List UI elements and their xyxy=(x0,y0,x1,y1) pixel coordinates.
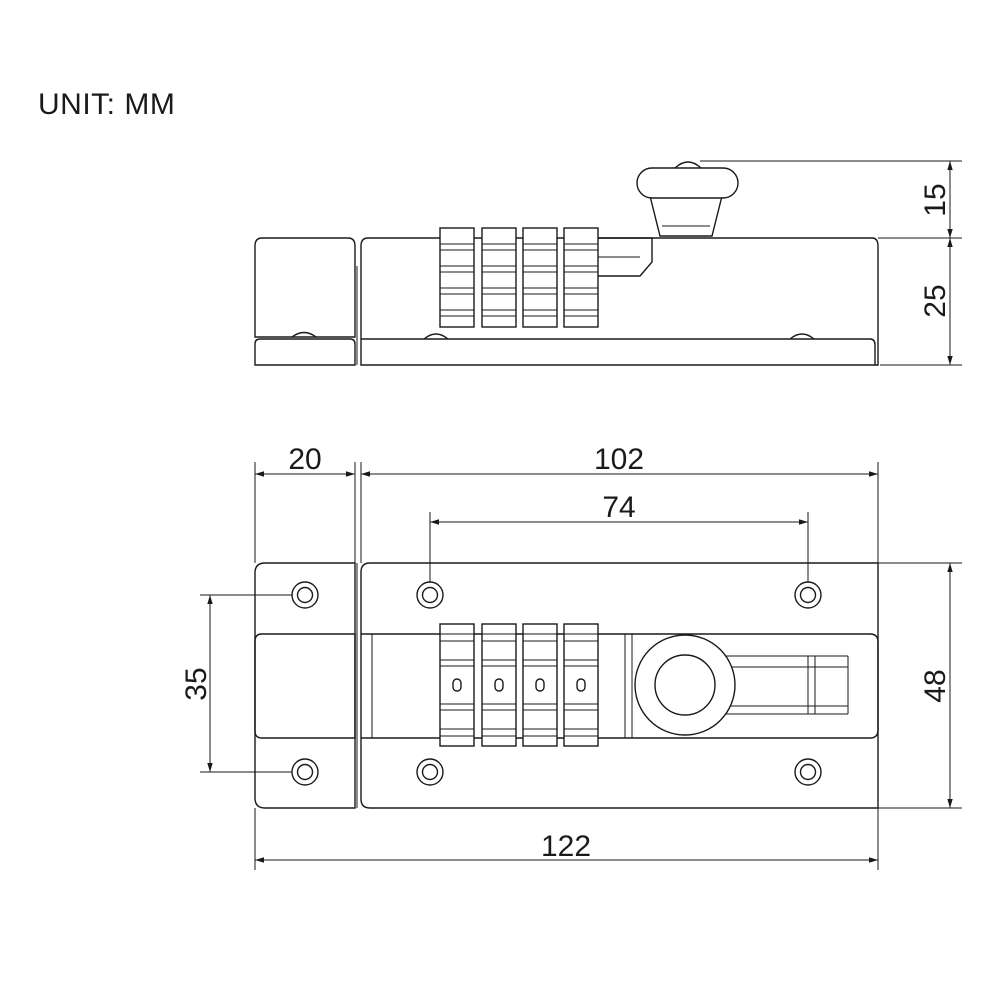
dim-overall-length: 122 xyxy=(541,830,591,863)
side-wheel-3 xyxy=(522,227,558,328)
side-view: 15 25 xyxy=(254,160,962,366)
dim-hole-spacing-long: 74 xyxy=(602,491,635,524)
dim-knob-height: 15 xyxy=(919,183,952,216)
dim-body-height: 25 xyxy=(919,284,952,317)
top-wheel-4 xyxy=(563,623,599,747)
top-wheels xyxy=(439,623,599,747)
top-wheel-3 xyxy=(522,623,558,747)
side-dimensions: 15 25 xyxy=(700,160,962,366)
top-dimensions: 20 102 74 35 48 122 xyxy=(180,443,962,870)
dim-keeper-width: 20 xyxy=(288,443,321,476)
side-knob xyxy=(636,161,739,237)
top-body xyxy=(360,562,879,809)
dim-body-width: 48 xyxy=(919,669,952,702)
top-keeper xyxy=(254,562,358,809)
top-bolt xyxy=(624,634,849,738)
dim-hole-spacing-keeper: 35 xyxy=(180,667,213,700)
side-keeper xyxy=(254,237,358,366)
unit-label: UNIT: MM xyxy=(38,88,176,121)
side-wheels xyxy=(439,227,599,328)
side-wheel-2 xyxy=(481,227,517,328)
side-wheel-1 xyxy=(439,227,475,328)
dim-body-length: 102 xyxy=(594,443,644,476)
side-wheel-4 xyxy=(563,227,599,328)
top-wheel-2 xyxy=(481,623,517,747)
top-wheel-1 xyxy=(439,623,475,747)
top-view: 20 102 74 35 48 122 xyxy=(180,443,962,870)
side-body xyxy=(360,237,879,366)
